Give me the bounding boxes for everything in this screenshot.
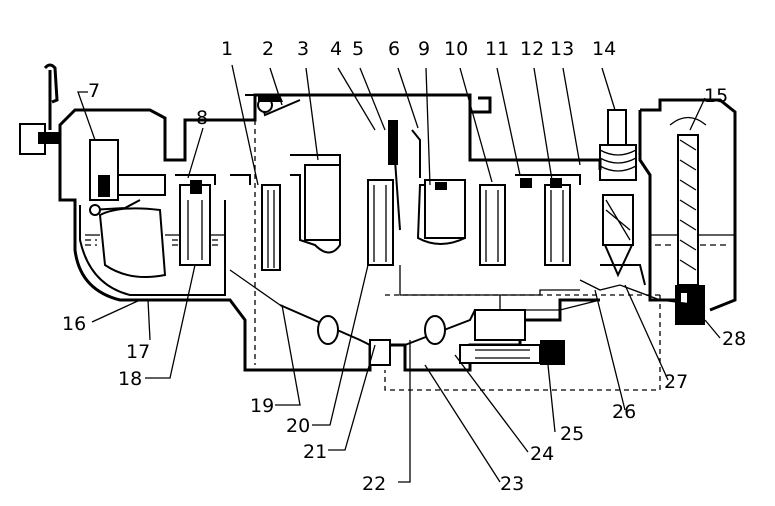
callout-8: 8 xyxy=(196,107,208,129)
float-16 xyxy=(85,207,225,278)
callout-labels: 1 2 3 4 5 6 9 10 11 12 13 14 7 8 15 16 1… xyxy=(62,38,746,495)
callout-23: 23 xyxy=(500,473,524,495)
fuel-passages xyxy=(229,120,701,391)
callout-15: 15 xyxy=(704,85,728,107)
fuel-inlet-7 xyxy=(19,63,141,216)
callout-16: 16 xyxy=(62,313,86,335)
callout-1: 1 xyxy=(221,38,233,60)
callout-18: 18 xyxy=(118,368,142,390)
right-chamber-15-28 xyxy=(650,116,735,325)
primary-throat xyxy=(245,94,341,254)
callout-28: 28 xyxy=(722,328,746,350)
callout-4: 4 xyxy=(330,38,342,60)
callout-11: 11 xyxy=(485,38,509,60)
leader-lines xyxy=(77,64,721,483)
secondary-jets-10-13 xyxy=(479,174,581,266)
throttle-plates-19-23 xyxy=(279,304,526,366)
callout-27: 27 xyxy=(664,371,688,393)
callout-20: 20 xyxy=(286,415,310,437)
callout-24: 24 xyxy=(530,443,554,465)
center-jets-4-5-6-9 xyxy=(367,120,466,266)
callout-25: 25 xyxy=(560,423,584,445)
callout-17: 17 xyxy=(126,341,150,363)
callout-12: 12 xyxy=(520,38,544,60)
callout-3: 3 xyxy=(297,38,309,60)
callout-10: 10 xyxy=(444,38,468,60)
callout-22: 22 xyxy=(362,473,386,495)
callout-9: 9 xyxy=(418,38,430,60)
callout-21: 21 xyxy=(303,441,327,463)
callout-6: 6 xyxy=(388,38,400,60)
callout-13: 13 xyxy=(550,38,574,60)
diaphragm-14 xyxy=(599,109,637,278)
callout-26: 26 xyxy=(612,401,636,423)
callout-2: 2 xyxy=(262,38,274,60)
callout-5: 5 xyxy=(352,38,364,60)
jet-assembly-8-18 xyxy=(175,174,281,271)
callout-7: 7 xyxy=(88,80,100,102)
callout-19: 19 xyxy=(250,395,274,417)
idle-screw-24-25 xyxy=(459,340,565,365)
callout-14: 14 xyxy=(592,38,616,60)
